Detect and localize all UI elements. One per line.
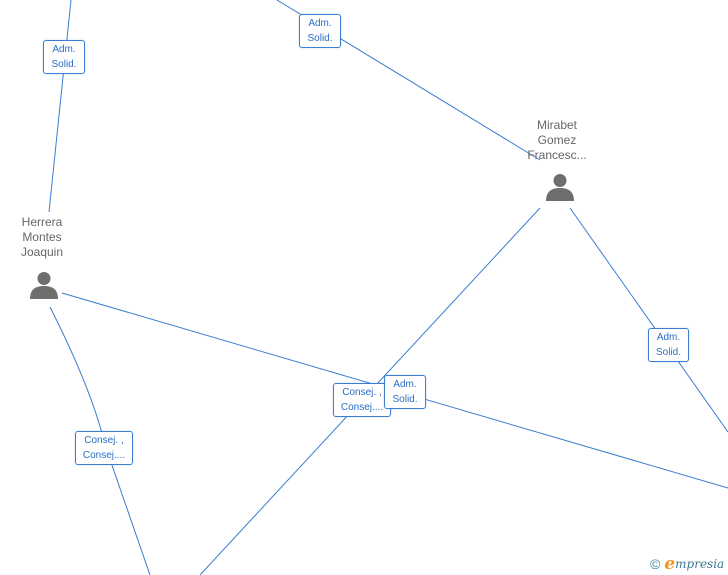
edge [569, 207, 728, 433]
person-name-herrera[interactable]: Herrera Montes Joaquin [0, 215, 87, 260]
role-line: Consej. , [84, 435, 124, 446]
role-line: Adm. [52, 44, 76, 55]
role-label-adm-solid[interactable]: Adm. Solid. [43, 40, 85, 74]
role-line: Adm. [656, 332, 681, 343]
role-line: Consej. , [342, 387, 382, 398]
edge [48, 0, 72, 213]
role-line: Solid. [307, 33, 333, 44]
brand-logo-text: mpresia [675, 557, 725, 571]
role-line: Consej.... [340, 402, 384, 413]
brand-watermark: © e mpresia [650, 555, 724, 573]
person-icon[interactable] [29, 270, 59, 300]
person-name-line: Montes [22, 230, 62, 244]
person-name-mirabet[interactable]: Mirabet Gomez Francesc... [512, 118, 602, 163]
role-line: Solid. [655, 347, 681, 358]
copyright-icon: © [650, 556, 661, 572]
role-label-adm-solid[interactable]: Adm. Solid. [299, 14, 341, 48]
person-name-line: Gomez [537, 133, 577, 147]
role-label-adm-solid[interactable]: Adm. Solid. [648, 328, 689, 362]
person-icon[interactable] [545, 172, 575, 202]
brand-logo-initial: e [664, 554, 676, 574]
role-line: Solid. [51, 59, 77, 70]
role-label-adm-solid[interactable]: Adm. Solid. [384, 375, 426, 409]
person-name-line: Herrera [21, 215, 63, 229]
person-name-line: Mirabet [536, 118, 577, 132]
role-line: Adm. [308, 18, 332, 29]
role-line: Solid. [392, 394, 418, 405]
role-label-consej[interactable]: Consej. , Consej.... [75, 431, 133, 465]
role-line: Adm. [393, 379, 417, 390]
person-name-line: Joaquin [20, 245, 64, 259]
role-line: Consej.... [82, 450, 126, 461]
role-label-consej[interactable]: Consej. , Consej.... [333, 383, 391, 417]
person-name-line: Francesc... [527, 148, 587, 162]
